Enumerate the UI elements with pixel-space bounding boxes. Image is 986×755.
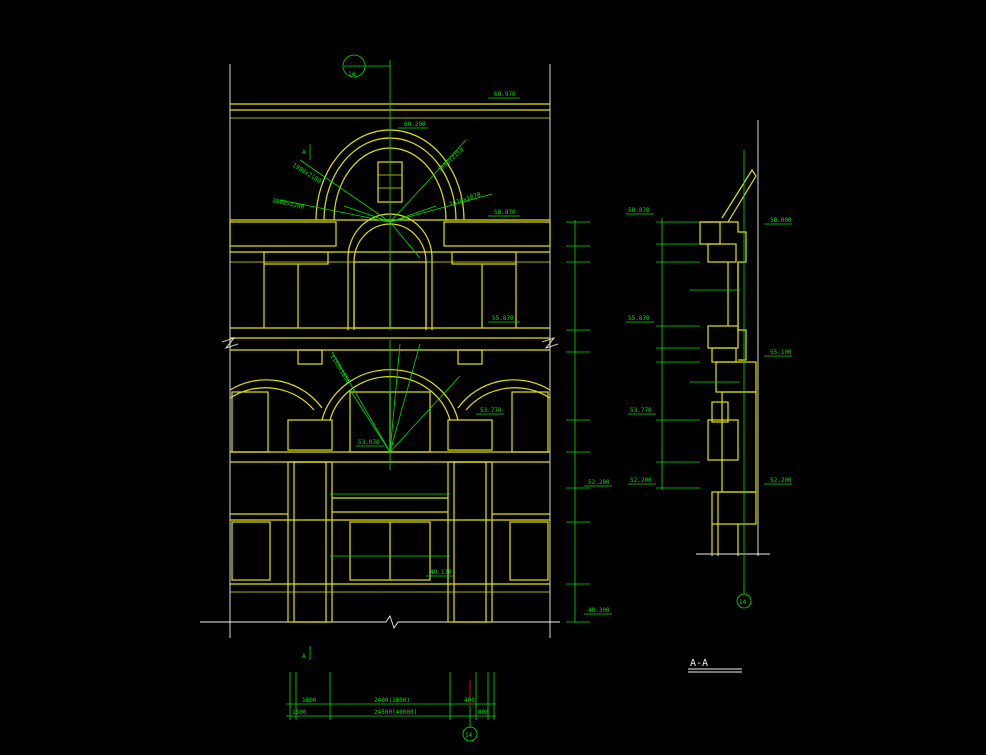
cut-marker-top: A: [302, 149, 306, 156]
axis-bubble-section: 14: [739, 599, 747, 606]
level-60-200: 60.200: [404, 121, 426, 128]
elevation-annotations: 14 60.970 60.200 58: [272, 54, 612, 660]
axis-bubble-plan: 14: [465, 732, 473, 739]
axis-bubble-main: 14: [348, 71, 356, 78]
arch-dim-5: 1160x1850: [328, 353, 351, 385]
level-58-870: 58.870: [494, 209, 516, 216]
level-49-170: 49.170: [430, 569, 452, 576]
arch-dim-2: 2000x2280: [272, 197, 306, 211]
level-48-300: 48.300: [588, 607, 610, 614]
plan-dim-2: 1800: [302, 697, 317, 704]
section-level-6: 52.200: [630, 477, 652, 484]
elevation-drawing: [200, 64, 560, 638]
level-52-200: 52.200: [588, 479, 610, 486]
section-level-5: 53.770: [630, 407, 652, 414]
cut-marker-bottom: A: [302, 653, 306, 660]
level-53-770: 53.770: [480, 407, 502, 414]
plan-dim-3: 24500(40000): [374, 709, 417, 716]
plan-dim-4: 1500: [292, 709, 307, 716]
plan-dim-5: 400: [464, 697, 475, 704]
arch-dim-1: 1980x2180: [291, 162, 323, 185]
section-level-7: 52.200: [770, 477, 792, 484]
plan-strip: 14 2400(1800) 24500(40000) 1800 1500 400…: [286, 672, 496, 742]
arch-dim-4: 1610x1870: [448, 191, 481, 208]
section-level-2: 58.000: [770, 217, 792, 224]
section-level-1: 58.870: [628, 207, 650, 214]
level-60-970: 60.970: [494, 91, 516, 98]
section-level-3: 55.870: [628, 315, 650, 322]
level-53-070: 53.070: [358, 439, 380, 446]
section-level-4: 55.100: [770, 349, 792, 356]
plan-dim-1: 2400(1800): [374, 697, 410, 704]
section-title: A-A: [690, 658, 708, 669]
plan-dim-6: 800: [478, 709, 489, 716]
level-55-870: 55.870: [492, 315, 514, 322]
section-drawing: 14 58.870 58.000 55.870 55.100 53.770 52…: [626, 120, 792, 673]
